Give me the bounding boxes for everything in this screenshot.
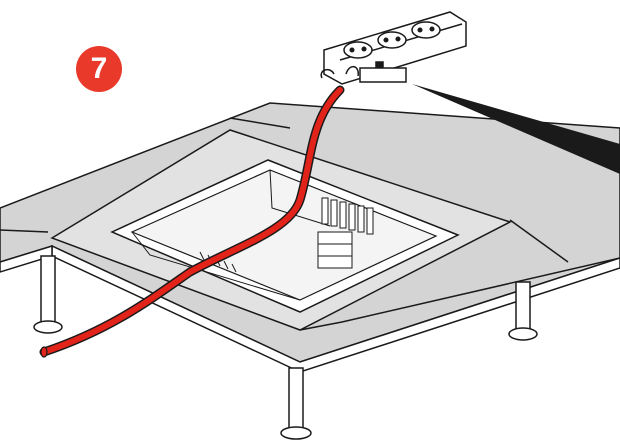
tile-seam: [299, 257, 620, 331]
pedestal-icon: [33, 255, 63, 334]
connector-module: [317, 231, 353, 269]
socket-icon: [411, 21, 441, 39]
socket-icon: [343, 41, 373, 59]
socket-icon: [377, 31, 407, 49]
tile-seam: [229, 117, 291, 129]
step-number-badge: 7: [76, 46, 122, 92]
floor-box-inner: [130, 169, 438, 301]
power-strip-icon: [320, 11, 467, 85]
tile-seam: [509, 219, 569, 263]
cable-guide: [199, 251, 237, 273]
terminal-block: [321, 197, 374, 235]
pedestal-icon: [280, 367, 312, 440]
floor-box: [110, 159, 460, 313]
floor-box-wall: [269, 169, 331, 227]
tile-seam: [0, 229, 49, 233]
pointer-wedge: [412, 84, 620, 174]
floor-box-wall: [131, 231, 301, 301]
pedestal-icon: [508, 281, 538, 341]
pedestals: [33, 255, 538, 440]
power-cable: [39, 85, 345, 358]
cable-end: [40, 346, 48, 358]
